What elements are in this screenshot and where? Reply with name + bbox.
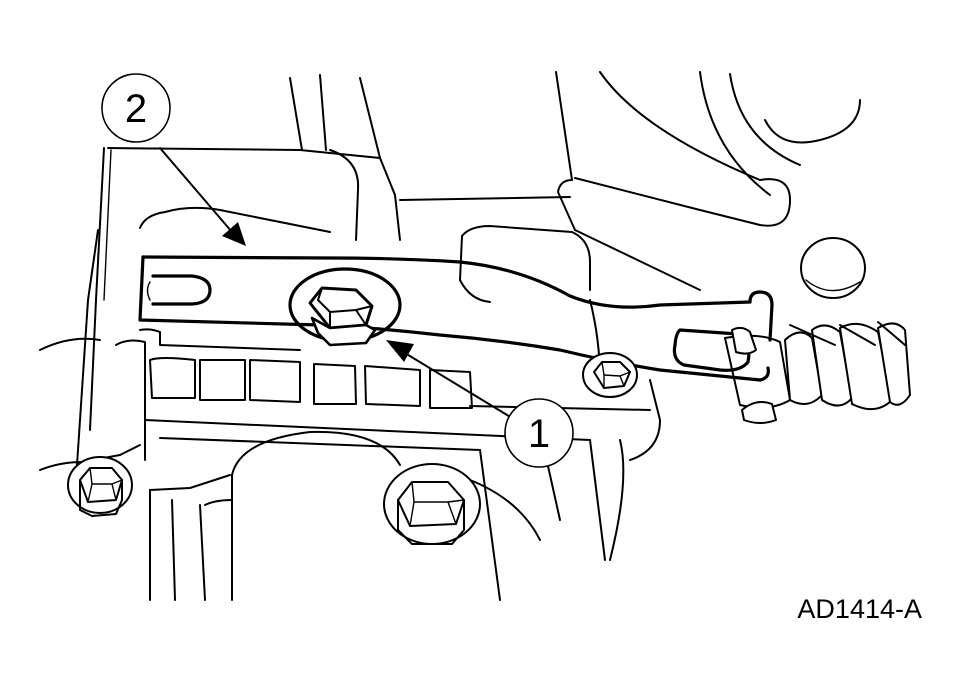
housing-bolt-right	[582, 352, 638, 398]
figure-code: AD1414-A	[797, 594, 922, 624]
callout-2: 2	[101, 73, 171, 143]
leader-line-1	[386, 340, 513, 419]
callout-1: 1	[504, 398, 574, 468]
callout-1-number: 1	[528, 412, 550, 456]
pivot-bolt	[308, 286, 377, 347]
callout-2-number: 2	[125, 87, 147, 131]
clutch-release-lever	[138, 255, 774, 382]
housing-bolt-left	[67, 456, 133, 517]
leader-line-2	[159, 147, 246, 246]
housing-bolt-bottom	[383, 463, 481, 545]
